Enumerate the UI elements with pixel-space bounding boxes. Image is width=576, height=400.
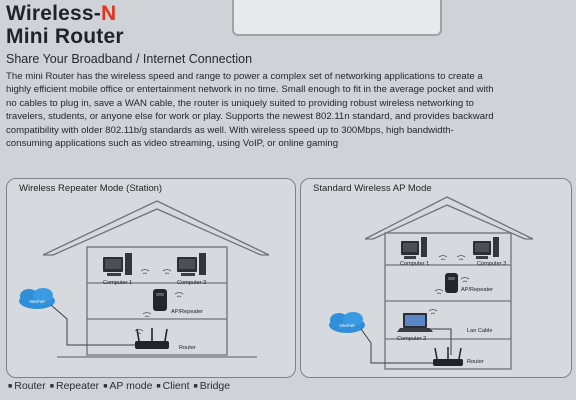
laptop-computer-2-icon: [397, 313, 433, 332]
computer-1-label: Computer 1: [400, 261, 429, 267]
computer-3-label: Computer 3: [177, 280, 206, 286]
product-title-line2: Mini Router: [6, 25, 124, 48]
product-description: The mini Router has the wireless speed a…: [6, 71, 494, 150]
computer-3-icon: [177, 253, 206, 276]
product-subtitle: Share Your Broadband / Internet Connecti…: [6, 52, 253, 66]
ap-repeater-label: AP/Repeater: [171, 309, 203, 315]
ap-repeater-label: AP/Repeater: [461, 287, 493, 293]
ap-mode-title: Standard Wireless AP Mode: [313, 183, 432, 194]
house-outline: [42, 200, 270, 358]
legend-item-router: Router: [8, 380, 46, 392]
feature-legend: Router Repeater AP mode Client Bridge: [8, 380, 230, 392]
product-title-line1: Wireless-N: [6, 2, 116, 26]
internet-cloud-icon: Internet: [19, 288, 55, 309]
wifi-signal-icon: [428, 255, 470, 315]
cloud-label: Internet: [29, 299, 45, 304]
repeater-mode-panel: Wireless Repeater Mode (Station) Interne…: [6, 178, 296, 378]
router-label: Router: [179, 345, 196, 351]
wifi-signal-icon: [134, 269, 184, 335]
legend-item-client: Client: [156, 380, 190, 392]
repeater-mode-diagram: Internet Computer 1 Computer 3: [19, 200, 270, 358]
cloud-label: Internet: [339, 323, 355, 328]
lan-cable-label: Lan Cable: [467, 328, 493, 334]
ap-mode-diagram: Internet Computer 1 Computer 3: [329, 196, 534, 370]
computer-3-label: Computer 3: [477, 261, 506, 267]
ap-repeater-icon: [153, 289, 167, 311]
computer-3-icon: [473, 237, 499, 259]
lan-cable: [431, 328, 452, 355]
repeater-mode-title: Wireless Repeater Mode (Station): [19, 183, 163, 194]
title-accent: N: [101, 2, 117, 25]
legend-item-repeater: Repeater: [50, 380, 99, 392]
wan-cable: [50, 304, 135, 346]
computer-1-icon: [401, 237, 427, 259]
ap-mode-panel: Standard Wireless AP Mode Internet Compu…: [300, 178, 572, 378]
title-prefix: Wireless-: [6, 2, 101, 25]
internet-cloud-icon: Internet: [329, 312, 365, 333]
ap-repeater-icon: [445, 273, 458, 293]
house-outline: [364, 196, 534, 370]
router-label: Router: [467, 359, 484, 365]
router-icon: [433, 347, 463, 366]
wan-cable: [360, 328, 433, 364]
computer-2-label: Computer 2: [397, 336, 426, 342]
router-icon: [135, 328, 169, 349]
legend-item-ap-mode: AP mode: [103, 380, 152, 392]
computer-1-icon: [103, 253, 132, 276]
package-window: [232, 0, 442, 36]
computer-1-label: Computer 1: [103, 280, 132, 286]
legend-item-bridge: Bridge: [194, 380, 230, 392]
